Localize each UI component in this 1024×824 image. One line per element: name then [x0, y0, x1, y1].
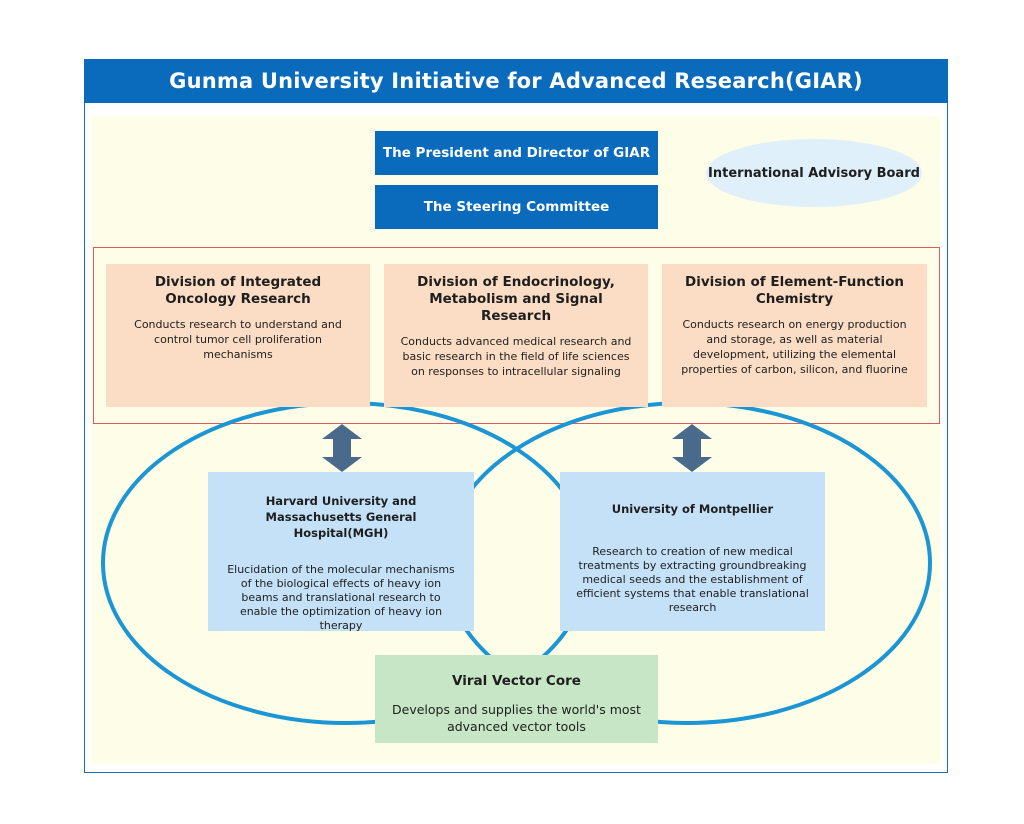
- right-double-arrow-icon: [672, 424, 712, 472]
- partner-montpellier: University of Montpellier Research to cr…: [560, 472, 825, 631]
- viral-vector-core: Viral Vector Core Develops and supplies …: [375, 655, 658, 743]
- page-title: Gunma University Initiative for Advanced…: [84, 59, 948, 103]
- left-double-arrow-icon: [322, 424, 362, 472]
- division-title: Division of Element-Function Chemistry: [685, 274, 904, 307]
- president-box: The President and Director of GIAR: [375, 131, 658, 175]
- divisions-frame: [93, 247, 940, 424]
- division-title: Division of Endocrinology, Metabolism an…: [417, 274, 615, 324]
- division-oncology: Division of Integrated Oncology Research…: [106, 264, 370, 407]
- steering-committee-box: The Steering Committee: [375, 185, 658, 229]
- partner-title: Harvard University and Massachusetts Gen…: [265, 494, 417, 540]
- division-title: Division of Integrated Oncology Research: [154, 274, 322, 307]
- partner-harvard-mgh: Harvard University and Massachusetts Gen…: [208, 472, 474, 632]
- core-description: Develops and supplies the world's most a…: [392, 702, 641, 734]
- division-description: Conducts advanced medical research and b…: [400, 335, 632, 378]
- advisory-board-ellipse: International Advisory Board: [706, 139, 922, 207]
- partner-description: Research to creation of new medical trea…: [576, 545, 809, 614]
- division-element-chemistry: Division of Element-Function Chemistry C…: [662, 264, 927, 407]
- partner-title: University of Montpellier: [611, 502, 774, 516]
- division-description: Conducts research on energy production a…: [681, 318, 908, 376]
- partner-description: Elucidation of the molecular mechanisms …: [227, 563, 455, 632]
- core-title: Viral Vector Core: [452, 673, 581, 689]
- division-endocrinology: Division of Endocrinology, Metabolism an…: [384, 264, 648, 407]
- division-description: Conducts research to understand and cont…: [134, 318, 342, 361]
